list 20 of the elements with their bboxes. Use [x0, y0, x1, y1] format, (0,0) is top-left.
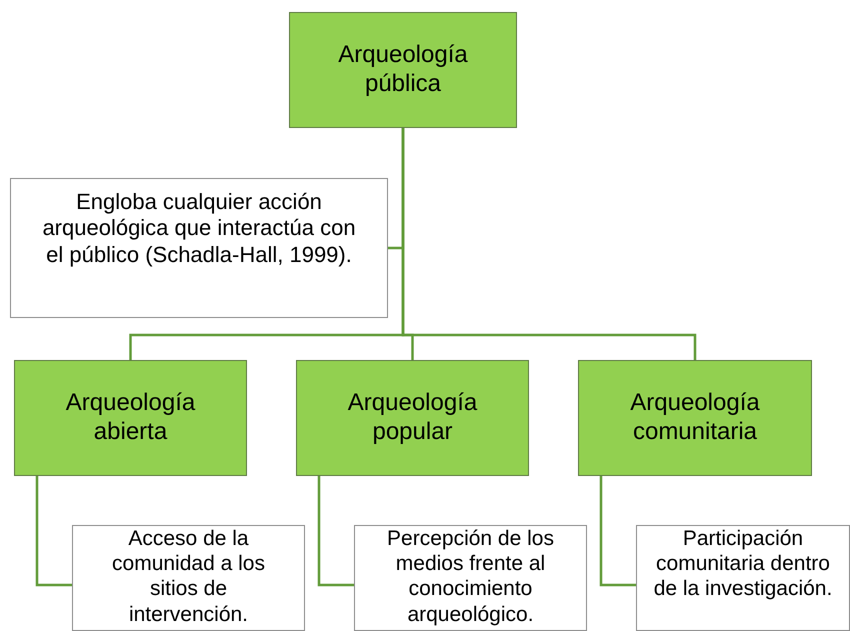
- description-box: [72, 525, 305, 631]
- description-box: [10, 178, 388, 318]
- connector-line: [402, 128, 696, 360]
- connector-line: [36, 476, 72, 586]
- box-text: Arqueología abierta: [64, 389, 196, 447]
- category-box: [289, 12, 517, 128]
- category-box: [296, 360, 529, 476]
- box-text: Arqueología popular: [346, 389, 478, 447]
- connector-line: [318, 476, 354, 586]
- description-box: [354, 525, 587, 631]
- box-text: Participación comunitaria dentro de la investigación.: [652, 526, 834, 602]
- description-box: [636, 525, 850, 631]
- category-box: [14, 360, 247, 476]
- connector-line: [600, 476, 636, 586]
- box-text: Percepción de los medios frente al conocimiento arqueológico.: [386, 526, 555, 627]
- box-text: Arqueología comunitaria: [629, 389, 761, 447]
- box-text: Arqueología pública: [337, 41, 469, 99]
- box-text: Engloba cualquier acción arqueológica que interactúa con el público (Schadla-Hall, 1999).: [41, 189, 357, 268]
- category-box: [578, 360, 812, 476]
- box-text: Acceso de la comunidad a los sitios de intervención.: [111, 526, 266, 627]
